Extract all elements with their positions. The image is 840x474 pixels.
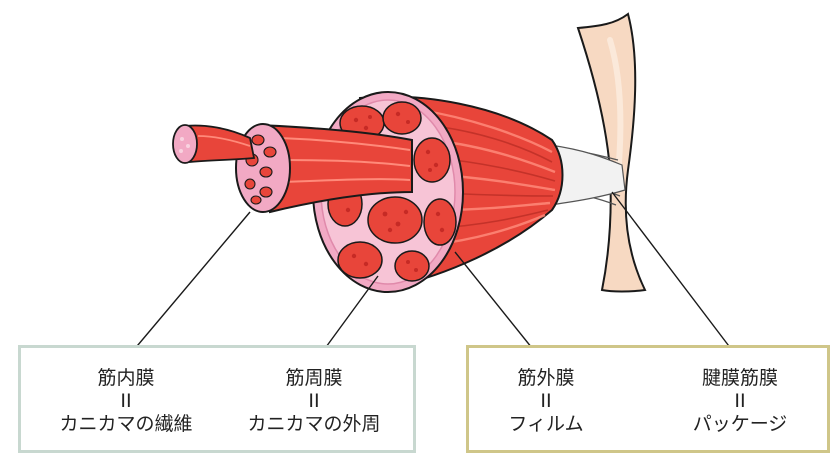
analogy: カニカマの外周 <box>247 413 381 435</box>
analogy: パッケージ <box>692 413 788 435</box>
equals-sign: II <box>308 390 320 412</box>
muscle-fiber <box>183 124 256 163</box>
leader-endomysium <box>126 211 251 359</box>
label-perimysium: 筋周膜 II カニカマの外周 <box>224 367 404 436</box>
leader-epimysium <box>454 251 541 359</box>
fascicle-bundle <box>258 123 413 214</box>
label-tendon: 腱膜筋膜 II パッケージ <box>650 367 830 436</box>
leader-tendon <box>611 191 739 359</box>
right-label-box <box>466 345 830 453</box>
leader-perimysium <box>317 275 379 359</box>
term: 筋周膜 <box>285 367 343 389</box>
analogy: カニカマの繊維 <box>59 413 193 435</box>
left-label-box <box>18 345 416 453</box>
label-epimysium: 筋外膜 II フィルム <box>456 367 636 436</box>
equals-sign: II <box>734 390 746 412</box>
term: 腱膜筋膜 <box>701 367 778 389</box>
analogy: フィルム <box>508 413 584 435</box>
term: 筋内膜 <box>97 367 155 389</box>
equals-sign: II <box>120 390 132 412</box>
term: 筋外膜 <box>517 367 575 389</box>
bone <box>576 12 647 293</box>
label-endomysium: 筋内膜 II カニカマの繊維 <box>36 367 216 436</box>
equals-sign: II <box>540 390 552 412</box>
